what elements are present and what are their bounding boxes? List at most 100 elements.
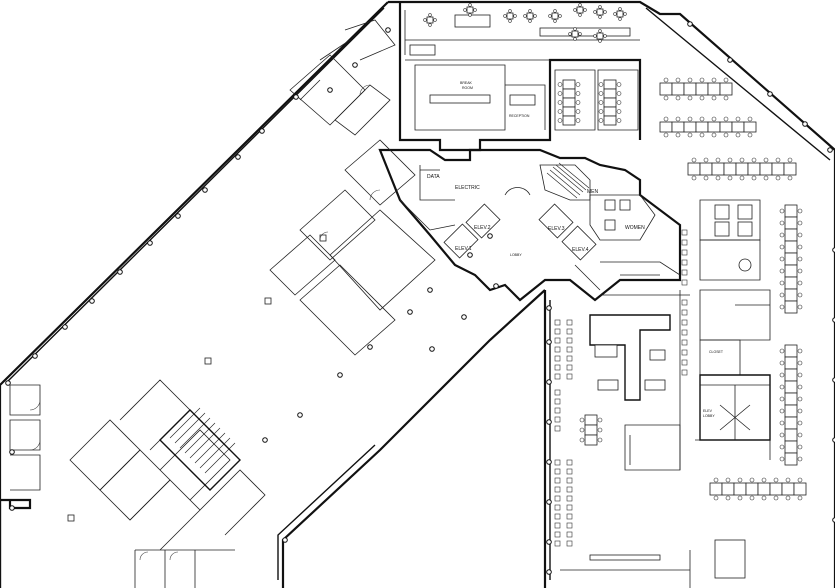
workstation-desk <box>699 162 713 176</box>
chair <box>797 432 803 438</box>
workstation-desk <box>687 162 701 176</box>
chair <box>575 91 581 96</box>
chair <box>797 408 803 414</box>
workstation-desk <box>659 82 673 96</box>
chair <box>779 256 785 262</box>
east-wing <box>679 199 771 470</box>
chair <box>779 292 785 298</box>
column <box>337 372 343 378</box>
cafe-chair <box>503 14 507 18</box>
chair <box>737 477 743 483</box>
chair <box>554 540 561 547</box>
column <box>832 247 835 253</box>
closet-label: CLOSET <box>709 350 724 354</box>
womens-restroom-label: WOMEN <box>625 225 645 231</box>
cafe-chair <box>578 32 582 36</box>
chair <box>711 132 717 138</box>
cafe-chair <box>558 14 562 18</box>
chair <box>725 495 731 501</box>
elevator-lobby-label-line1: ELEV <box>703 409 713 413</box>
workstation-desk <box>759 162 773 176</box>
workstation-desk <box>784 216 798 230</box>
column <box>89 298 95 304</box>
workstation-desk <box>603 79 617 90</box>
chair <box>663 77 669 83</box>
column <box>117 269 123 275</box>
workstation-desk <box>603 115 617 126</box>
column <box>832 517 835 523</box>
chair <box>773 477 779 483</box>
cafe-chair <box>523 14 527 18</box>
south-bench <box>560 539 746 588</box>
chair <box>598 100 604 105</box>
workstation-desk <box>671 121 685 133</box>
chair <box>663 116 669 122</box>
chair <box>779 348 785 354</box>
chair <box>711 95 717 101</box>
chair <box>554 495 561 502</box>
perimeter-chairs <box>554 229 688 547</box>
cafe-chair <box>568 32 572 36</box>
core-stair <box>546 162 590 199</box>
chair <box>703 175 709 181</box>
cafe-table <box>506 12 514 20</box>
chair <box>681 319 688 326</box>
column <box>429 346 435 352</box>
chair <box>797 396 803 402</box>
chair <box>557 82 563 87</box>
column <box>427 287 433 293</box>
workstation-desk <box>784 264 798 278</box>
chair <box>598 82 604 87</box>
chair <box>747 116 753 122</box>
workstation-desk <box>603 106 617 117</box>
chair <box>579 437 585 443</box>
cafe-chair <box>578 3 582 7</box>
chair <box>723 132 729 138</box>
workstation-desk <box>709 482 723 496</box>
cafe-table <box>596 32 604 40</box>
column <box>407 309 413 315</box>
column <box>461 314 467 320</box>
chair <box>566 319 573 326</box>
cafe-chair <box>428 13 432 17</box>
chair <box>681 249 688 256</box>
chair <box>797 256 803 262</box>
chair <box>779 420 785 426</box>
column <box>32 353 38 359</box>
cafe-chair <box>573 27 577 31</box>
column <box>687 21 693 27</box>
column <box>827 147 833 153</box>
column <box>546 305 552 311</box>
cafe-chair <box>603 34 607 38</box>
chair <box>797 268 803 274</box>
chair <box>797 384 803 390</box>
structural-columns <box>5 21 835 575</box>
chair <box>566 495 573 502</box>
column <box>546 379 552 385</box>
elevator-4-label: ELEV.4 <box>572 247 589 253</box>
chair <box>797 304 803 310</box>
chair <box>663 132 669 138</box>
chair <box>681 259 688 266</box>
chair <box>687 132 693 138</box>
cafe-chair <box>593 10 597 14</box>
chair <box>554 416 561 423</box>
chair <box>715 175 721 181</box>
north-wing <box>398 2 642 152</box>
column <box>293 94 299 100</box>
chair <box>557 109 563 114</box>
cafe-chair <box>603 10 607 14</box>
elevator-lobby-label-line2: LOBBY <box>703 414 715 418</box>
chair <box>779 268 785 274</box>
column <box>202 187 208 193</box>
chair <box>703 157 709 163</box>
chair <box>763 175 769 181</box>
chair <box>797 220 803 226</box>
chair <box>773 495 779 501</box>
break-room-label-line1: BREAK <box>460 81 473 85</box>
workstation-desk <box>721 482 735 496</box>
column <box>259 128 265 134</box>
chair <box>554 531 561 538</box>
workstation-desk <box>584 424 598 436</box>
